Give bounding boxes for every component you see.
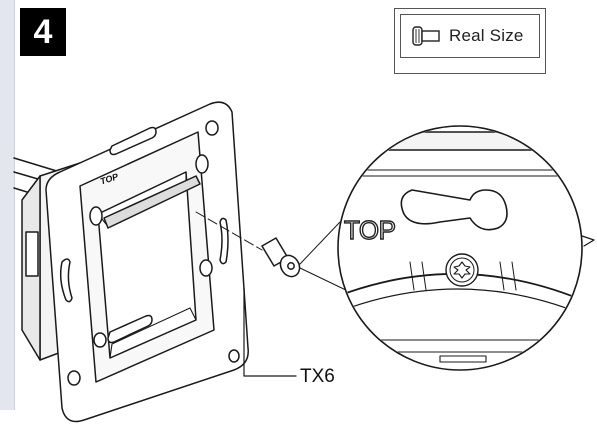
frame-slot (59, 258, 73, 303)
real-size-inner-frame: Real Size (400, 14, 540, 58)
tx6-leader (243, 287, 297, 377)
frame-hole (93, 332, 107, 348)
frame-hole (199, 259, 213, 277)
direction-arrow (581, 235, 595, 247)
frame-hole (89, 206, 103, 226)
step-number-badge: 4 (20, 8, 66, 56)
frame-slot (107, 314, 153, 344)
zoom-top-marking: TOP (343, 214, 396, 245)
frame-hole (205, 120, 219, 136)
screw-part (261, 237, 301, 278)
keyhole-slot (400, 189, 508, 231)
zoom-line (299, 267, 351, 293)
zoom-circle (337, 125, 583, 371)
torx-drive-icon (453, 261, 471, 279)
frame-hole (67, 370, 81, 386)
frame-hole (195, 154, 209, 174)
clamp-bar (103, 175, 201, 229)
real-size-label: Real Size (449, 26, 524, 45)
page-edge-strip (0, 0, 15, 410)
backbox-slot (25, 231, 39, 277)
tool-label: TX6 (300, 366, 335, 387)
zoom-line (299, 221, 341, 265)
screw-icon (412, 26, 440, 46)
frame-slot (109, 126, 157, 156)
frame-hole (228, 349, 240, 363)
step-number: 4 (33, 12, 53, 51)
real-size-panel: Real Size (394, 8, 546, 74)
screw-path-line (195, 211, 263, 251)
